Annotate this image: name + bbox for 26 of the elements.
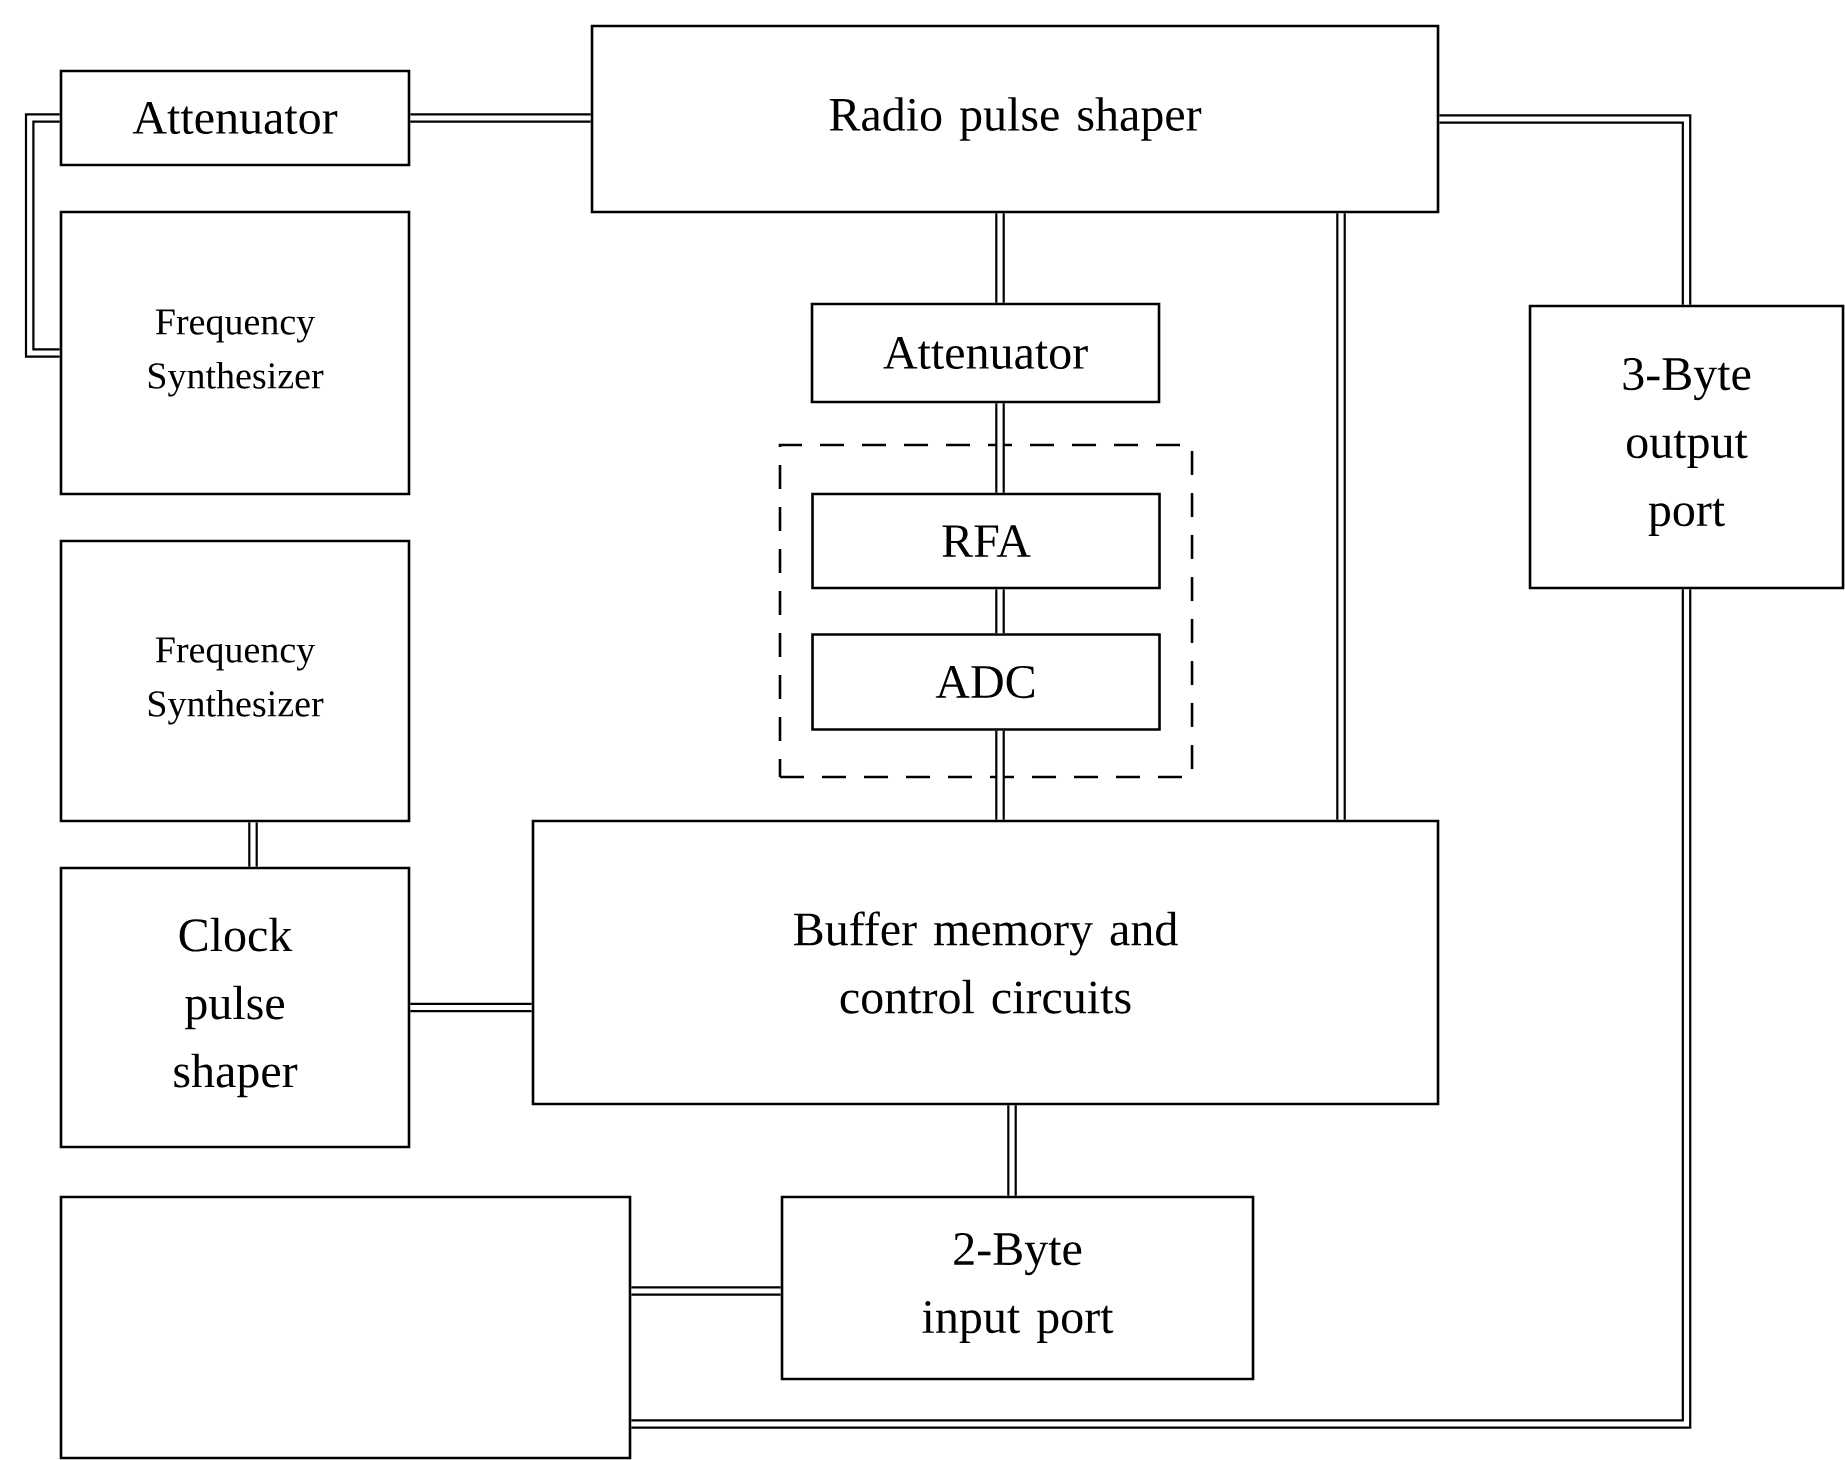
process-box: 2-Byte input port [780, 1195, 1255, 1381]
computer-box [59, 1195, 632, 1460]
dashed-group-box [778, 443, 1194, 779]
connector-line [1007, 1105, 1017, 1196]
connector-line [995, 589, 1005, 634]
process-box: RFA [811, 492, 1161, 590]
process-box: Attenuator [810, 302, 1161, 404]
connector-line [410, 113, 591, 123]
connector-line [995, 403, 1005, 493]
process-box: 3-Byte output port [1528, 304, 1845, 590]
process-box: Radio pulse shaper [590, 24, 1440, 214]
connector-line [631, 1286, 781, 1296]
connector-line [631, 589, 1692, 1429]
connector-line [1336, 213, 1346, 820]
process-box: Frequency Synthesizer [59, 210, 411, 496]
process-box: Clock pulse shaper [59, 866, 411, 1149]
process-box: Buffer memory and control circuits [531, 819, 1440, 1106]
process-box: Attenuator [59, 69, 411, 167]
connector-line [1439, 114, 1692, 305]
connector-line [995, 730, 1005, 820]
connector-line [995, 213, 1005, 303]
connector-line [248, 822, 258, 867]
process-box: ADC [811, 633, 1161, 731]
process-box: Frequency Synthesizer [59, 539, 411, 823]
connector-line [410, 1002, 532, 1013]
connector-line [24, 113, 60, 358]
